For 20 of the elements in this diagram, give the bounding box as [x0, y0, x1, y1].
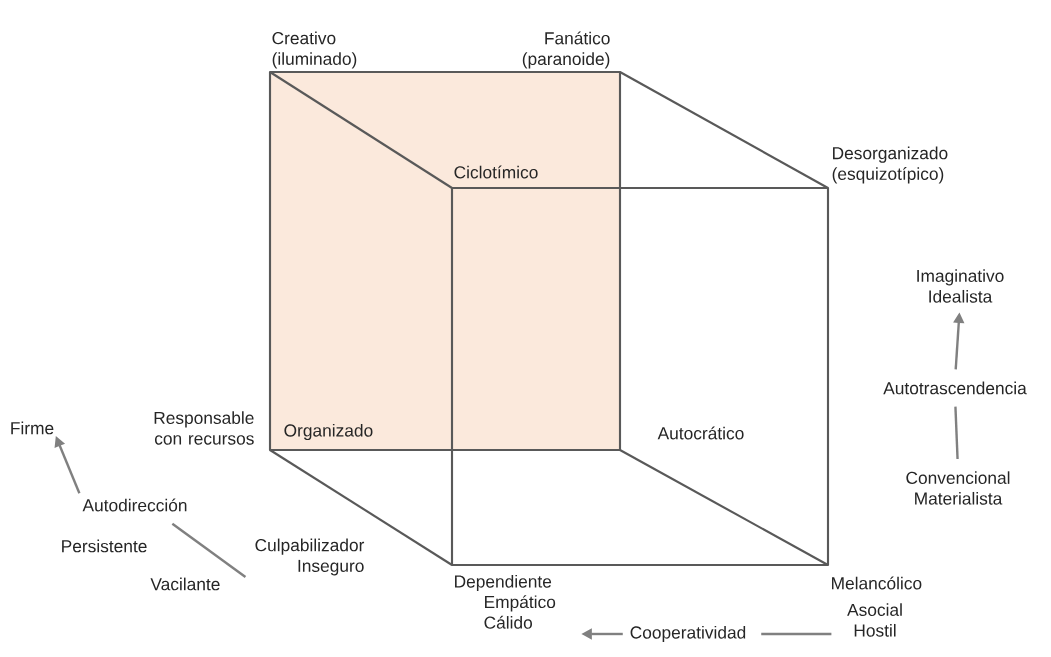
axis-label: Convencional Materialista [906, 471, 1010, 505]
vertex-label: Vacilante [150, 577, 220, 591]
vertex-label: Ciclotímico [454, 165, 538, 179]
vertex-label: Persistente [62, 539, 147, 553]
axis-label: Empático Cálido [484, 595, 556, 629]
vertex-label: Desorganizado (esquizotípico) [832, 146, 948, 184]
axis-label: Asocial Hostil [847, 603, 902, 637]
vertex-label: Creativo (iluminado) [272, 31, 357, 69]
axis-label: Autotrascendencia [883, 381, 1027, 395]
axis-label: Cooperatividad [630, 625, 746, 643]
vertex-label: Fanático (paranoide) [522, 31, 610, 69]
vertex-label: Dependiente [455, 574, 552, 592]
axis-label: Culpabilizador Inseguro [255, 538, 365, 576]
axis-label: Imaginativo Idealista [917, 269, 1004, 303]
axis-label: Autodirección [82, 498, 187, 512]
vertex-label: Responsable con recursos [154, 411, 254, 445]
axis-label: Firme [11, 421, 54, 435]
vertex-label: Melancólico [832, 576, 922, 590]
vertex-label: Organizado [284, 423, 373, 441]
vertex-label: Autocrático [657, 426, 744, 440]
